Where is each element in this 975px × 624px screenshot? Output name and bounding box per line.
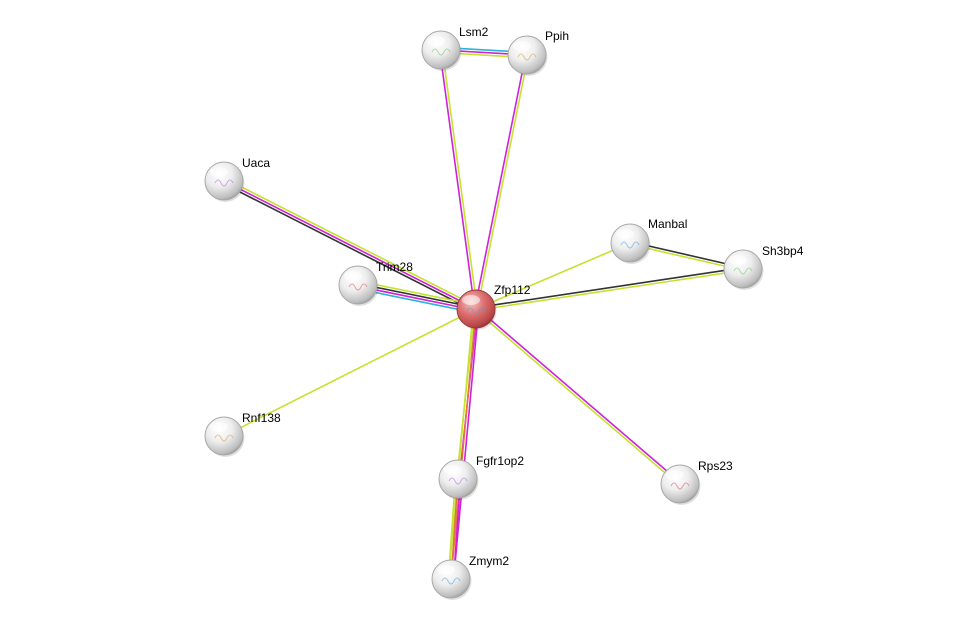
edge-line-coexpression [358, 282, 477, 309]
node-highlight [210, 167, 228, 177]
node-highlight [344, 271, 362, 281]
edge-line-experiments [452, 309, 480, 580]
node-label-rps23: Rps23 [698, 459, 733, 473]
protein-structure-icon [348, 283, 368, 291]
node-highlight [729, 255, 747, 265]
node-label-zfp112: Zfp112 [494, 283, 531, 297]
edge-zfp112-lsm2[interactable] [438, 49, 479, 310]
node-sphere [438, 459, 478, 499]
edge-line-textmining [358, 280, 477, 306]
node-trim28[interactable]: Trim28 [338, 260, 413, 306]
protein-structure-icon [441, 577, 461, 585]
edge-line-textmining [474, 309, 680, 486]
edge-line-experiments [223, 180, 477, 310]
node-sphere [507, 35, 547, 75]
edge-line-textmining [476, 55, 530, 310]
edge-zfp112-zmym2[interactable] [447, 308, 480, 580]
edge-line-experiments [357, 285, 476, 312]
edge-line-textmining [475, 242, 631, 310]
edge-zfp112-rps23[interactable] [474, 307, 682, 486]
node-fgfr1op2[interactable]: Fgfr1op2 [438, 454, 524, 500]
node-sh3bp4[interactable]: Sh3bp4 [723, 244, 804, 290]
node-rps23[interactable]: Rps23 [660, 459, 733, 505]
edge-line-coexpression [475, 266, 743, 309]
edge-line-experiments [473, 54, 527, 309]
edge-line-textmining [447, 308, 475, 579]
edge-zfp112-uaca[interactable] [222, 177, 478, 313]
edge-line-experiments [476, 307, 682, 484]
protein-structure-icon [466, 307, 486, 315]
node-sphere [421, 30, 461, 70]
node-highlight [210, 422, 228, 432]
edge-line-textmining [441, 49, 479, 309]
edge-zfp112-manbal[interactable] [475, 242, 631, 310]
edge-zfp112-ppih[interactable] [473, 54, 530, 310]
node-sphere [456, 289, 496, 329]
node-uaca[interactable]: Uaca [204, 156, 270, 202]
edge-layer [222, 46, 744, 580]
node-sphere [204, 161, 244, 201]
edge-line-database [357, 288, 476, 314]
node-label-fgfr1op2: Fgfr1op2 [476, 454, 524, 468]
node-highlight [666, 470, 684, 480]
node-highlight [437, 565, 455, 575]
edge-line-experiments [438, 50, 476, 310]
protein-structure-icon [431, 48, 451, 56]
node-sphere [431, 559, 471, 599]
node-highlight [462, 295, 480, 305]
node-manbal[interactable]: Manbal [610, 217, 687, 264]
node-label-ppih: Ppih [545, 29, 569, 43]
protein-structure-icon [733, 267, 753, 275]
node-label-zmym2: Zmym2 [469, 554, 509, 568]
node-sphere [723, 249, 763, 289]
protein-structure-icon [670, 482, 690, 490]
node-sphere [660, 464, 700, 504]
node-lsm2[interactable]: Lsm2 [421, 25, 489, 71]
node-highlight [616, 229, 634, 239]
edge-line-coexpression [222, 182, 476, 313]
protein-structure-icon [214, 434, 234, 442]
node-zmym2[interactable]: Zmym2 [431, 554, 509, 600]
node-zfp112[interactable]: Zfp112 [456, 283, 531, 330]
edge-line-textmining [223, 308, 477, 437]
node-sphere [338, 265, 378, 305]
node-highlight [427, 36, 445, 46]
edge-zfp112-rnf138[interactable] [223, 308, 477, 437]
node-sphere [204, 416, 244, 456]
protein-structure-icon [517, 53, 537, 61]
edge-line-textmining [476, 269, 744, 312]
node-label-lsm2: Lsm2 [459, 25, 489, 39]
node-rnf138[interactable]: Rnf138 [204, 411, 281, 457]
edge-line-cooccurrence [450, 308, 477, 580]
node-highlight [444, 465, 462, 475]
edge-zfp112-sh3bp4[interactable] [475, 266, 744, 312]
node-label-manbal: Manbal [648, 217, 687, 231]
node-label-trim28: Trim28 [376, 260, 413, 274]
protein-structure-icon [620, 241, 640, 249]
protein-structure-icon [214, 179, 234, 187]
node-label-sh3bp4: Sh3bp4 [762, 244, 804, 258]
edge-line-textmining [224, 177, 478, 308]
edge-zfp112-trim28[interactable] [357, 280, 477, 314]
node-label-uaca: Uaca [242, 156, 270, 170]
node-sphere [610, 223, 650, 263]
node-label-rnf138: Rnf138 [242, 411, 281, 425]
node-ppih[interactable]: Ppih [507, 29, 569, 76]
node-highlight [513, 41, 531, 51]
protein-structure-icon [448, 477, 468, 485]
